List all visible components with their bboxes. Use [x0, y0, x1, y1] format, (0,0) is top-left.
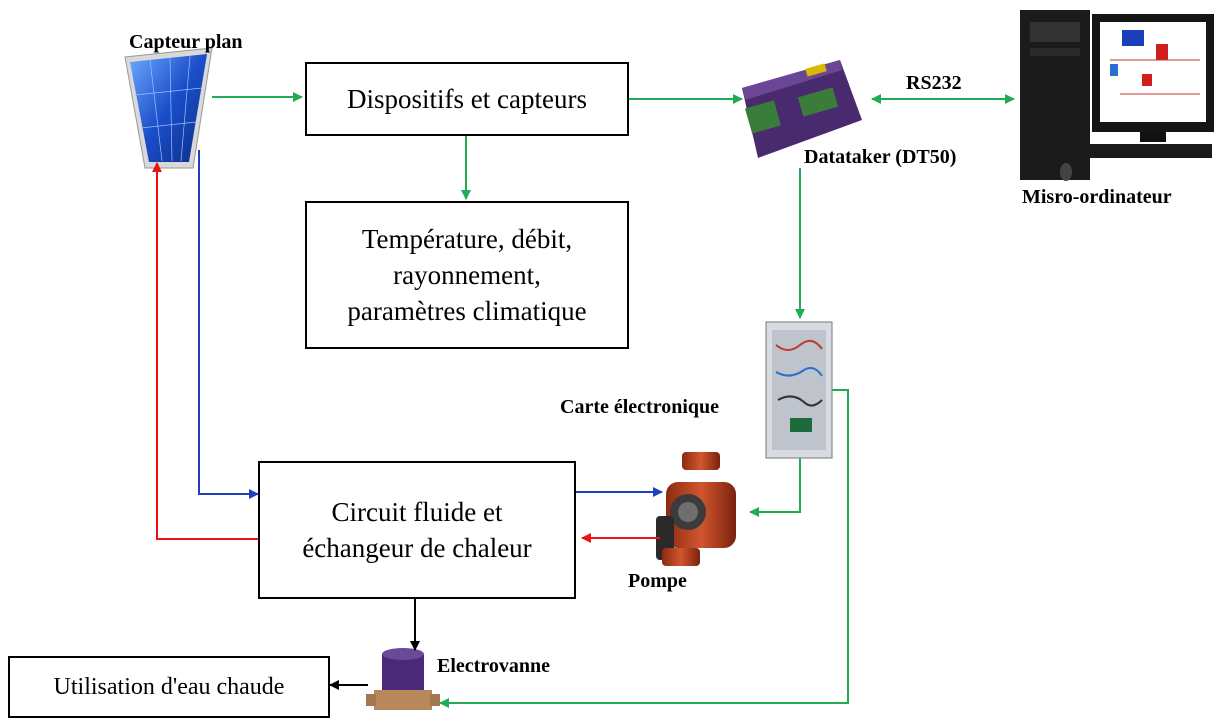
usage-box: Utilisation d'eau chaude	[8, 656, 330, 718]
computer-icon	[1020, 10, 1214, 181]
computer-label: Misro-ordinateur	[1022, 186, 1172, 208]
card-label: Carte électronique	[560, 396, 720, 418]
electronic-card-icon	[765, 321, 833, 459]
devices-box: Dispositifs et capteurs	[305, 62, 629, 136]
cold-flow-collector-to-circuit	[198, 150, 259, 499]
pump-label: Pompe	[628, 570, 687, 592]
rs232-label: RS232	[906, 72, 962, 94]
circuit-box: Circuit fluide et échangeur de chaleur	[258, 461, 576, 599]
datataker-label: Datataker (DT50)	[804, 146, 957, 168]
link-card-to-valve	[439, 389, 849, 708]
pump-icon	[656, 452, 736, 566]
solenoid-valve-icon	[366, 648, 440, 710]
collector-label: Capteur plan	[129, 31, 243, 53]
datataker-icon	[742, 60, 862, 158]
measures-box: Température, débit, rayonnement, paramèt…	[305, 201, 629, 349]
valve-label: Electrovanne	[437, 655, 550, 677]
link-card-to-pump	[749, 458, 801, 517]
hot-flow-circuit-to-collector	[152, 162, 258, 540]
solar-collector-icon	[124, 47, 213, 169]
